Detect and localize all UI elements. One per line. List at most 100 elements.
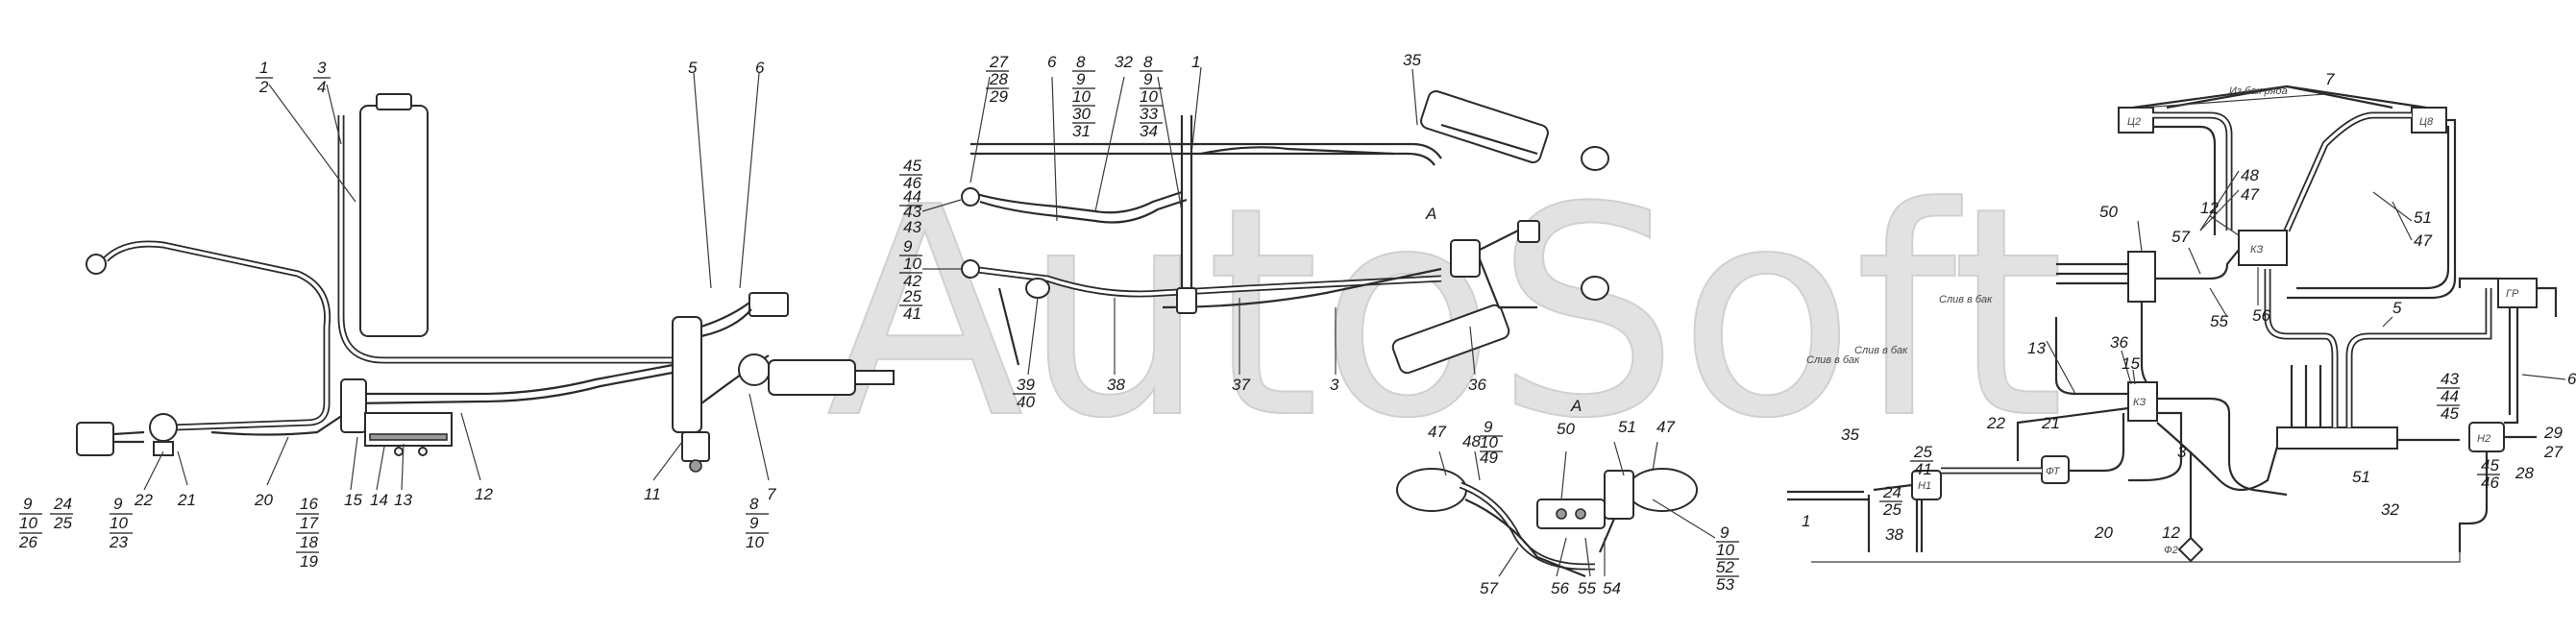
cylinder-ts1: [2118, 107, 2154, 134]
label-n48: 48: [1462, 432, 1481, 450]
label-n50: 50: [1557, 420, 1575, 438]
left-labels: 1 2 3 4 5 6 7 11 12 13 14 15 20 21 22 8 …: [18, 59, 776, 571]
label-r50: 50: [2099, 203, 2118, 221]
cylinder-36: [1391, 304, 1510, 375]
valve-ks-bottom: [2127, 381, 2158, 422]
label-r36: 36: [2110, 333, 2128, 352]
label-r41: 41: [1914, 460, 1932, 478]
label-m28: 28: [989, 70, 1008, 88]
manifold-51: [2276, 426, 2398, 450]
label-6: 6: [755, 59, 765, 77]
left-assembly: [76, 72, 895, 491]
label-r56: 56: [2252, 306, 2270, 325]
label-m44: 44: [903, 187, 921, 206]
label-r27: 27: [2543, 443, 2563, 461]
watermark: AutoSoft: [826, 146, 2064, 481]
label-r20: 20: [2094, 523, 2113, 542]
label-m29: 29: [989, 87, 1008, 106]
label-25: 25: [53, 514, 72, 532]
label-r6: 6: [2567, 370, 2576, 388]
label-m25: 25: [902, 287, 921, 305]
label-r32: 32: [2381, 500, 2399, 519]
label-mA2: A: [1570, 397, 1582, 415]
label-m40: 40: [1017, 393, 1035, 411]
label-19: 19: [300, 552, 318, 571]
label-r24: 24: [1882, 483, 1901, 501]
hydraulic-tank: [359, 105, 429, 337]
label-r7: 7: [2325, 70, 2335, 88]
label-m10b: 10: [1140, 87, 1158, 106]
label-10: 10: [746, 533, 764, 551]
label-r47b: 47: [2414, 231, 2432, 250]
valve-ks-top: [2238, 230, 2288, 266]
middle-labels: 27 28 29 6 8 9 10 30 31 32 8 9 10 33 34 …: [899, 51, 1582, 415]
box-gr: ГР: [2506, 288, 2519, 300]
label-m46: 46: [903, 174, 921, 192]
label-r5: 5: [2392, 299, 2402, 317]
label-r28: 28: [2515, 464, 2534, 482]
box-ft: ФТ: [2046, 466, 2061, 477]
label-r21: 21: [2041, 414, 2060, 432]
label-24: 24: [53, 495, 72, 513]
label-r3: 3: [2177, 443, 2187, 461]
note-left-1: Слив в бак: [1806, 354, 1860, 366]
label-m33: 33: [1140, 105, 1158, 123]
label-3: 3: [317, 59, 327, 77]
label-r51b: 51: [2352, 468, 2370, 486]
label-17: 17: [300, 514, 318, 532]
cylinder-ts2: [2411, 107, 2447, 134]
label-11: 11: [644, 485, 661, 503]
label-r45: 45: [2441, 404, 2459, 423]
label-m27: 27: [989, 53, 1008, 71]
label-m37: 37: [1232, 376, 1250, 394]
left-pump: [76, 422, 114, 456]
label-n56: 56: [1551, 579, 1569, 597]
label-m38: 38: [1107, 376, 1125, 394]
coupling-6: [748, 292, 789, 317]
label-1: 1: [259, 59, 268, 77]
box-ks1: КЗ: [2250, 244, 2263, 256]
filter-f2: [2177, 536, 2204, 563]
label-m39: 39: [1017, 376, 1035, 394]
label-18: 18: [300, 533, 318, 551]
pump-8: [681, 431, 710, 462]
label-mA: A: [1425, 205, 1436, 223]
label-n49: 49: [1480, 449, 1498, 467]
label-5: 5: [688, 59, 698, 77]
label-r55: 55: [2210, 312, 2228, 330]
label-m10: 10: [1072, 87, 1091, 106]
label-r15: 15: [2122, 354, 2140, 373]
label-r43: 43: [2441, 370, 2459, 388]
cylinder-35: [1420, 89, 1549, 164]
label-16: 16: [300, 495, 318, 513]
label-2: 2: [258, 78, 269, 96]
label-8: 8: [749, 495, 759, 513]
label-r47: 47: [2241, 185, 2259, 204]
label-20: 20: [254, 491, 273, 509]
note-left-2: Слив в бак: [1854, 345, 1908, 356]
label-m32: 32: [1115, 53, 1133, 71]
label-r12b: 12: [2162, 523, 2180, 542]
label-r35: 35: [1841, 426, 1859, 444]
right-labels: Из бак ряда 7 48 47 51 47 12 50 57 56 55…: [1802, 70, 2576, 544]
note-mid: Слив в бак: [1939, 294, 1993, 305]
left-fitting: [86, 254, 107, 275]
label-r38: 38: [1885, 525, 1903, 544]
label-m36: 36: [1468, 376, 1486, 394]
label-m30: 30: [1072, 105, 1091, 123]
label-9c: 9: [113, 495, 123, 513]
label-n54: 54: [1603, 579, 1621, 597]
detail-labels: 47 48 9 10 49 50 51 47 9 10 52 53 57 56 …: [1428, 418, 1739, 597]
label-10c: 10: [110, 514, 128, 532]
label-m42: 42: [903, 272, 921, 290]
motor-7: [768, 359, 856, 396]
label-n47: 47: [1428, 423, 1446, 441]
label-9b: 9: [23, 495, 33, 513]
label-m34: 34: [1140, 122, 1158, 140]
label-10b: 10: [19, 514, 37, 532]
label-m3: 3: [1330, 376, 1339, 394]
label-26: 26: [18, 533, 37, 551]
detail-view-a: [1396, 441, 1716, 578]
label-r25: 25: [1913, 443, 1932, 461]
